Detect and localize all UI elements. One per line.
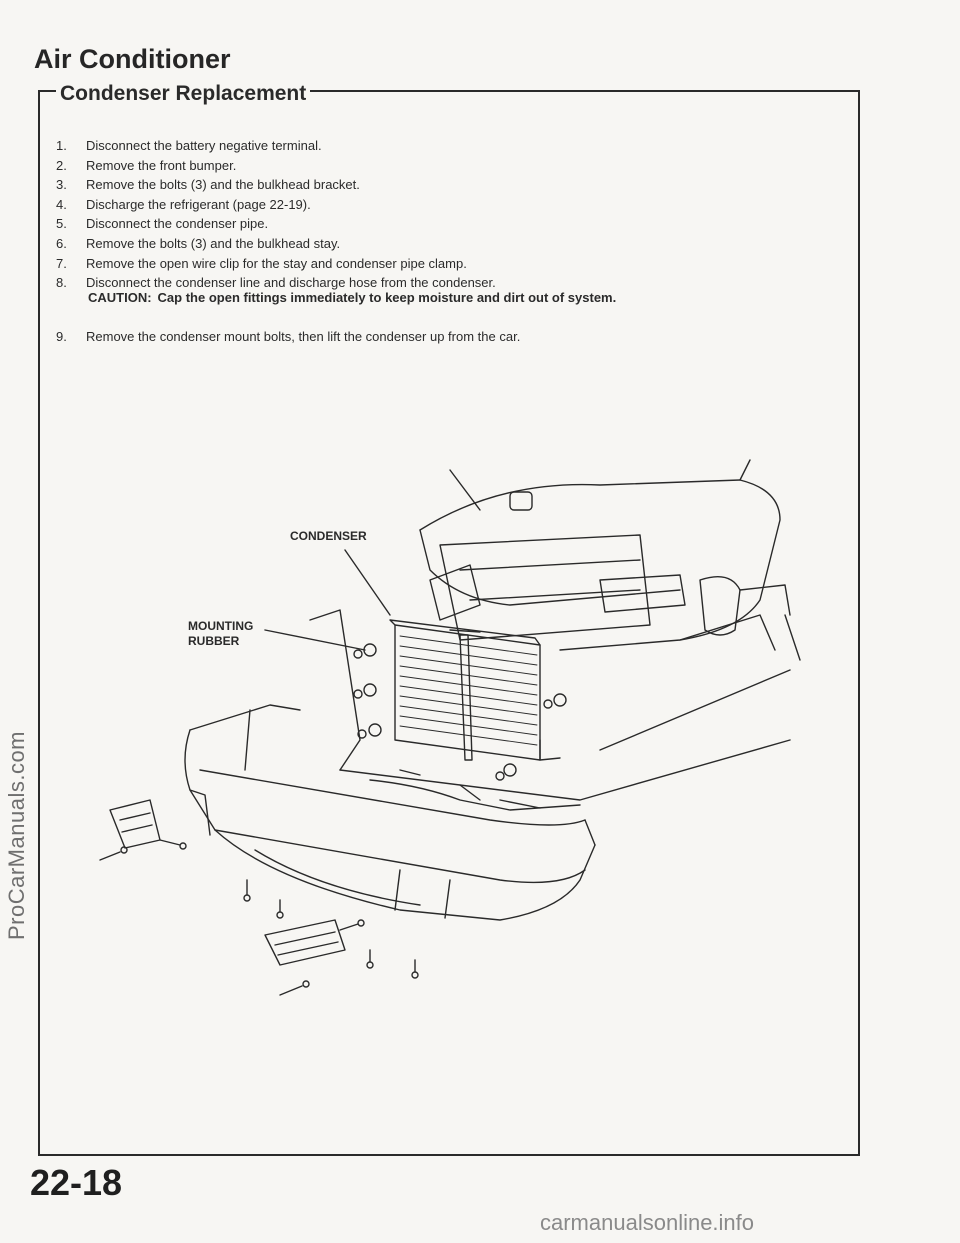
step-text: Remove the bolts (3) and the bulkhead st… <box>86 235 341 251</box>
list-item: 2. Remove the front bumper. <box>56 156 816 176</box>
step-number: 5. <box>56 216 67 232</box>
step-number: 9. <box>56 329 67 344</box>
steps-list: 1. Disconnect the battery negative termin… <box>56 136 816 293</box>
step-number: 6. <box>56 235 67 251</box>
step-text: Disconnect the condenser line and discha… <box>86 275 496 291</box>
step-number: 4. <box>56 196 67 212</box>
mounting-rubber-callout-line1: MOUNTING <box>188 619 253 633</box>
section-frame <box>38 90 860 1156</box>
step-text: Remove the front bumper. <box>86 157 237 173</box>
caution-label: CAUTION: <box>88 290 152 305</box>
step-text: Remove the open wire clip for the stay a… <box>86 255 467 271</box>
list-item: 9. Remove the condenser mount bolts, then… <box>56 329 520 344</box>
section-title: Condenser Replacement <box>56 82 311 106</box>
list-item: 8. Disconnect the condenser line and disc… <box>56 273 816 293</box>
condenser-diagram: CONDENSER MOUNTING RUBBER <box>99 459 801 996</box>
caution-text: Cap the open fittings immediately to kee… <box>157 290 617 305</box>
caution-note: CAUTION: Cap the open fittings immediatel… <box>88 290 616 305</box>
list-item: 5. Disconnect the condenser pipe. <box>56 214 816 234</box>
page-title: Air Conditioner <box>34 44 231 74</box>
side-watermark: ProCarManuals.com <box>4 730 29 940</box>
step-number: 2. <box>56 157 67 173</box>
step-text: Disconnect the battery negative terminal… <box>86 138 322 153</box>
list-item: 7. Remove the open wire clip for the stay… <box>56 254 816 274</box>
condenser-callout: CONDENSER <box>290 529 367 543</box>
list-item: 4. Discharge the refrigerant (page 22-19)… <box>56 195 816 215</box>
list-item: 3. Remove the bolts (3) and the bulkhead … <box>56 175 816 195</box>
step-number: 1. <box>56 138 67 153</box>
page-number: 22-18 <box>30 1162 123 1203</box>
list-item: 6. Remove the bolts (3) and the bulkhead … <box>56 234 816 254</box>
mounting-rubber-callout-line2: RUBBER <box>188 634 240 648</box>
footer-watermark: carmanualsonline.info <box>540 1210 755 1235</box>
step-number: 3. <box>56 177 67 193</box>
list-item: 1. Disconnect the battery negative termin… <box>56 136 816 156</box>
step-number: 7. <box>56 255 67 271</box>
step-text: Remove the bolts (3) and the bulkhead br… <box>86 177 360 193</box>
step-number: 8. <box>56 275 67 291</box>
step-text: Disconnect the condenser pipe. <box>86 216 269 232</box>
step-text: Remove the condenser mount bolts, then l… <box>86 329 521 344</box>
step-text: Discharge the refrigerant (page 22-19). <box>86 196 311 212</box>
